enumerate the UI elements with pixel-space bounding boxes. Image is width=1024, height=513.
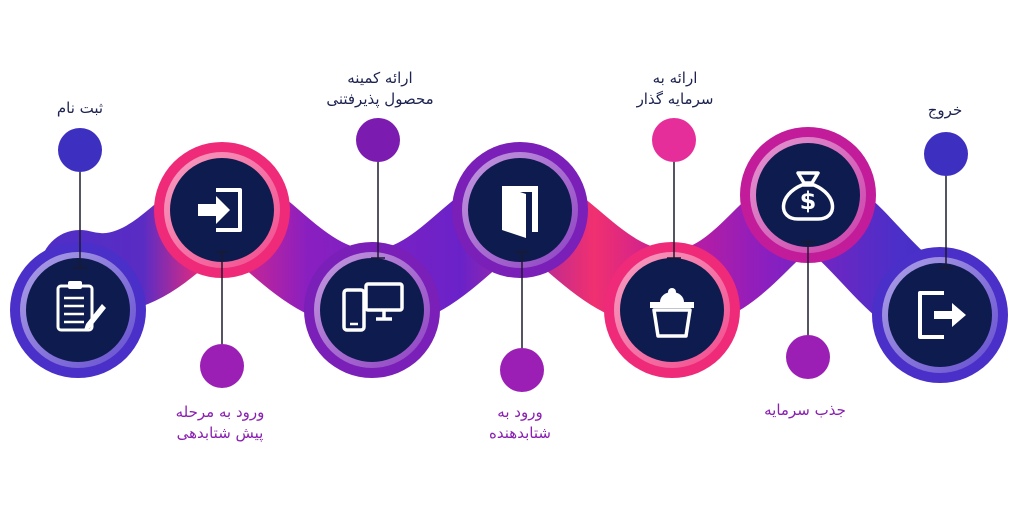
process-node — [872, 247, 1008, 383]
connector-dot — [652, 118, 696, 162]
connector-dot — [924, 132, 968, 176]
process-node — [10, 242, 146, 378]
podium-icon — [650, 288, 694, 338]
label-pitch-line2: سرمایه گذار — [636, 90, 714, 108]
label-mvp-line2: محصول پذیرفتنی — [326, 90, 434, 108]
label-accelerator-line1: ورود به — [497, 403, 543, 421]
connector — [924, 132, 968, 269]
label-pitch-line1: ارائه به — [652, 69, 698, 87]
sign-out-icon — [918, 291, 966, 339]
connector — [58, 128, 102, 269]
connector — [652, 118, 696, 259]
connector — [500, 251, 544, 392]
label-mvp-line1: ارائه کمینه — [347, 69, 413, 87]
label-mvp: ارائه کمینه محصول پذیرفتنی — [305, 68, 455, 110]
label-pre-acceleration: ورود به مرحله پیش شتابدهی — [150, 402, 290, 444]
devices-icon — [342, 282, 404, 332]
connector-dot — [356, 118, 400, 162]
connector-dot — [200, 344, 244, 388]
svg-text:$: $ — [800, 187, 817, 215]
process-node — [304, 242, 440, 378]
label-funding-text: جذب سرمایه — [764, 401, 846, 419]
clipboard-icon — [56, 281, 106, 332]
door-icon — [502, 186, 538, 238]
money-bag-icon: $ — [781, 171, 835, 221]
label-pre-acceleration-line2: پیش شتابدهی — [176, 424, 264, 442]
connector — [356, 118, 400, 259]
connector — [786, 241, 830, 379]
label-pitch: ارائه به سرمایه گذار — [610, 68, 740, 110]
process-node — [154, 142, 290, 278]
label-accelerator: ورود به شتابدهنده — [460, 402, 580, 444]
label-funding: جذب سرمایه — [740, 400, 870, 421]
connector-dot — [58, 128, 102, 172]
process-node: $ — [740, 127, 876, 263]
label-exit: خروج — [910, 100, 980, 121]
process-node — [604, 242, 740, 378]
label-register: ثبت نام — [40, 98, 120, 119]
node-core — [26, 258, 130, 362]
label-accelerator-line2: شتابدهنده — [489, 424, 551, 442]
label-register-text: ثبت نام — [56, 99, 104, 117]
connector-dot — [500, 348, 544, 392]
sign-in-icon — [198, 188, 242, 232]
connector — [200, 251, 244, 388]
connector-dot — [786, 335, 830, 379]
node-core — [756, 143, 860, 247]
label-exit-text: خروج — [927, 101, 963, 119]
process-node — [452, 142, 588, 278]
label-pre-acceleration-line1: ورود به مرحله — [175, 403, 265, 421]
